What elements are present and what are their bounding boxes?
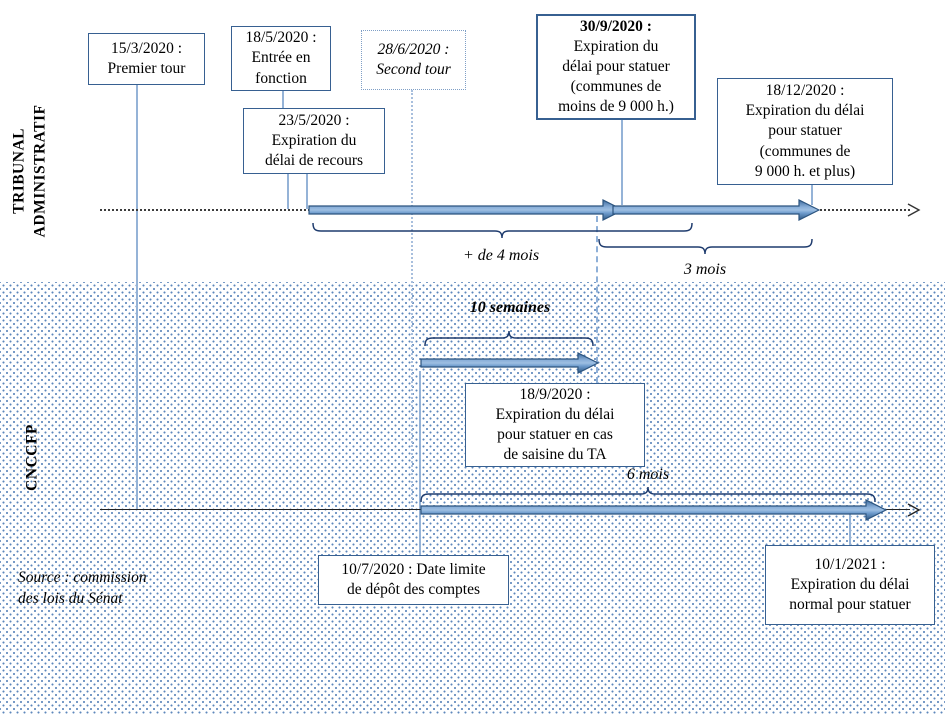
plus9000-text3: (communes de (759, 142, 851, 160)
saisine-text3: de saisine du TA (503, 446, 607, 464)
brace-6mois-icon (420, 486, 876, 503)
recours-date: 23/5/2020 : (278, 111, 350, 129)
moins9000-text2: délai pour statuer (562, 57, 670, 75)
recours-text1: Expiration du (271, 131, 357, 149)
box-depot-comptes: 10/7/2020 : Date limite de dépôt des com… (318, 555, 509, 605)
tribunal-line2: ADMINISTRATIF (31, 104, 49, 238)
premier-tour-text: Premier tour (107, 60, 186, 77)
normal-date: 10/1/2021 : (814, 555, 886, 573)
section-label-tribunal-administratif: TRIBUNAL ADMINISTRATIF (10, 78, 52, 263)
cnccfp-arrow-10semaines-icon (420, 352, 599, 374)
normal-text2: normal pour statuer (789, 596, 911, 614)
box-delai-normal: 10/1/2021 : Expiration du délai normal p… (765, 545, 935, 625)
connector-recours-left (287, 173, 289, 209)
cnccfp-dotted-zone (0, 282, 945, 715)
box-second-tour: 28/6/2020 : Second tour (361, 30, 466, 90)
box-saisine-ta: 18/9/2020 : Expiration du délai pour sta… (465, 383, 645, 467)
plus9000-text2: pour statuer (768, 122, 842, 140)
tribunal-line1: TRIBUNAL (10, 128, 28, 214)
connector-second-tour-dotted (411, 90, 413, 510)
brace-3mois-icon (598, 238, 813, 255)
ta-arrow-3mois-icon (612, 199, 820, 221)
box-delai-recours: 23/5/2020 : Expiration du délai de recou… (243, 108, 385, 174)
moins9000-date: 30/9/2020 : (580, 17, 652, 35)
plus9000-text4: 9 000 h. et plus) (754, 162, 856, 180)
depot-text2: de dépôt des comptes (346, 581, 480, 598)
cnccfp-label: CNCCFP (23, 424, 41, 491)
box-statuer-9000-plus: 18/12/2020 : Expiration du délai pour st… (717, 78, 893, 185)
duration-label-6mois: 6 mois (626, 466, 670, 483)
saisine-date: 18/9/2020 : (519, 385, 591, 403)
entree-text2: fonction (255, 69, 307, 87)
source-note: Source : commission des lois du Sénat (18, 568, 147, 610)
saisine-text1: Expiration du délai (495, 405, 615, 423)
cnccfp-axis-arrowhead-icon (907, 503, 921, 517)
entree-text1: Entrée en (251, 49, 311, 67)
section-label-cnccfp: CNCCFP (23, 397, 44, 517)
second-tour-date: 28/6/2020 : (377, 40, 450, 58)
source-line2: des lois du Sénat (18, 589, 123, 607)
box-premier-tour: 15/3/2020 : Premier tour (88, 33, 205, 85)
box-statuer-moins-9000: 30/9/2020 : Expiration du délai pour sta… (536, 14, 696, 120)
connector-delai-normal (849, 510, 851, 545)
ta-axis-arrowhead-icon (907, 203, 921, 217)
recours-text2: délai de recours (264, 152, 364, 170)
connector-premier-tour (136, 85, 138, 510)
ta-arrow-4mois-icon (308, 199, 624, 221)
box-entree-fonction: 18/5/2020 : Entrée en fonction (231, 26, 331, 91)
plus9000-text1: Expiration du délai (745, 102, 865, 120)
source-line1: Source : commission (18, 569, 147, 586)
connector-entree-fonction (282, 90, 284, 109)
cnccfp-arrow-6mois-icon (420, 499, 887, 521)
depot-text1: 10/7/2020 : Date limite (341, 560, 486, 578)
duration-label-4mois: + de 4 mois (462, 247, 540, 264)
connector-statuer-9000-plus (811, 184, 813, 205)
connector-statuer-moins-9000 (621, 119, 623, 205)
connector-saisine-dashed (596, 216, 598, 383)
brace-10semaines-icon (424, 330, 594, 347)
connector-recours-right (306, 173, 308, 209)
duration-label-10semaines: 10 semaines (469, 299, 551, 316)
duration-label-3mois: 3 mois (683, 261, 727, 278)
entree-date: 18/5/2020 : (245, 29, 317, 47)
premier-tour-date: 15/3/2020 : (110, 39, 183, 57)
connector-depot-comptes (419, 371, 421, 555)
normal-text1: Expiration du délai (790, 575, 910, 593)
moins9000-text1: Expiration du (573, 37, 659, 55)
brace-4mois-icon (312, 222, 693, 239)
plus9000-date: 18/12/2020 : (765, 82, 845, 100)
second-tour-text: Second tour (376, 61, 451, 78)
saisine-text2: pour statuer en cas (497, 426, 613, 443)
moins9000-text3: (communes de (570, 78, 662, 96)
moins9000-text4: moins de 9 000 h.) (558, 98, 674, 116)
